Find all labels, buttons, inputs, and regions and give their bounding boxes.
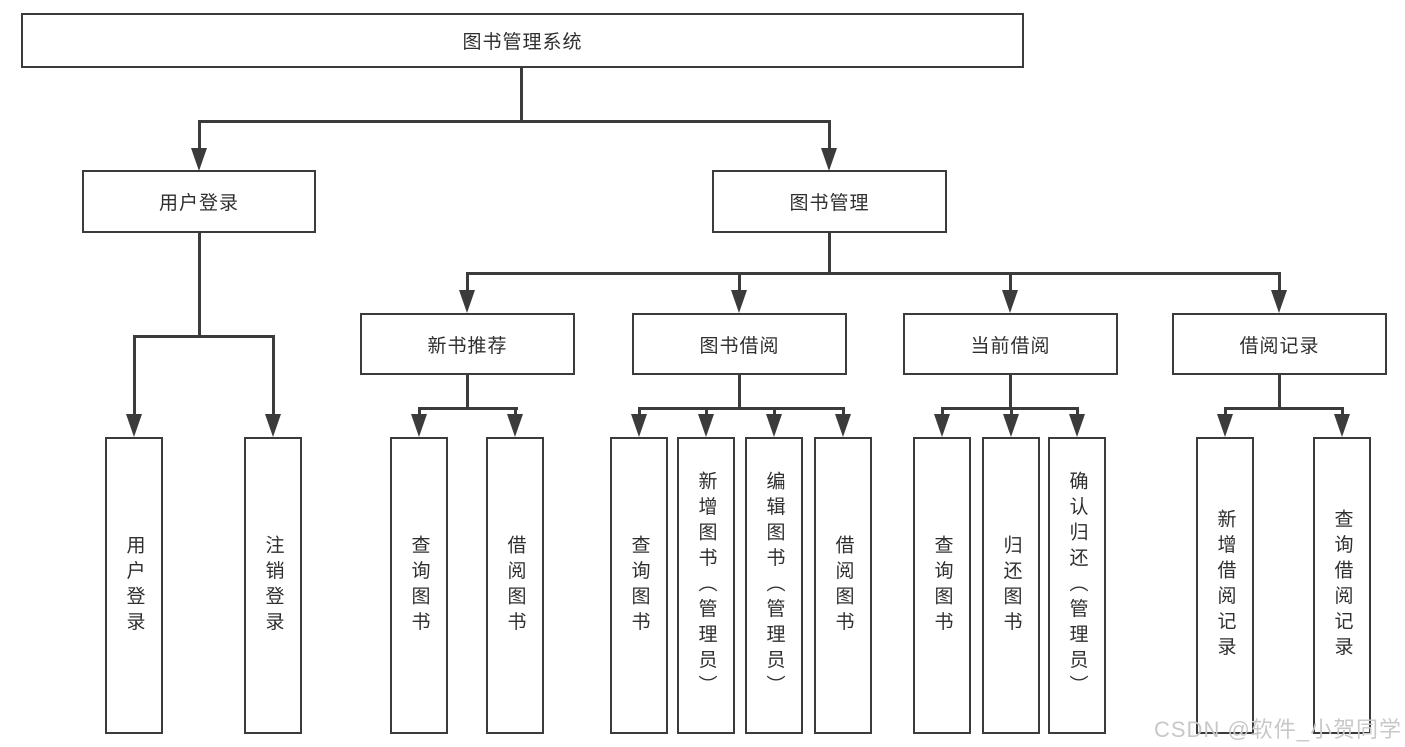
arrow-to-leaf-add-record <box>1217 414 1233 437</box>
arrow-to-leaf-edit-book <box>766 414 782 437</box>
edge-borrow-records-hbar <box>1224 407 1344 410</box>
leaf-borrow-book-2: 借阅图书 <box>814 437 872 734</box>
edge-current-borrow-stem <box>1009 375 1012 407</box>
leaf-query-borrow-record: 查询借阅记录 <box>1313 437 1371 734</box>
csdn-watermark: CSDN @软件_小贺同学 <box>1154 717 1403 742</box>
arrow-to-borrow-records <box>1271 290 1287 313</box>
edge-to-leaf-query-book-2 <box>638 407 641 415</box>
arrow-to-current-borrow <box>1002 290 1018 313</box>
node-borrow-records: 借阅记录 <box>1172 313 1387 375</box>
arrow-to-new-book-recommend <box>459 290 475 313</box>
edge-book-borrow-stem <box>738 375 741 407</box>
arrow-to-leaf-return-book <box>1003 414 1019 437</box>
arrow-to-book-management <box>821 148 837 171</box>
edge-to-leaf-query-record <box>1341 407 1344 415</box>
node-library-system: 图书管理系统 <box>21 13 1024 68</box>
edge-borrow-records-stem <box>1278 375 1281 407</box>
edge-book-management-hbar <box>466 272 1281 275</box>
arrow-to-leaf-confirm-return <box>1069 414 1085 437</box>
edge-new-book-recommend-hbar <box>418 407 518 410</box>
edge-to-borrow-records <box>1278 272 1281 291</box>
edge-to-leaf-return-book <box>1010 407 1013 415</box>
edge-book-management-stem <box>828 233 831 272</box>
arrow-to-leaf-logout <box>265 414 281 437</box>
leaf-query-book-1: 查询图书 <box>390 437 448 734</box>
leaf-edit-book-admin: 编辑图书（管理员） <box>745 437 803 734</box>
edge-to-leaf-user-login <box>133 335 136 416</box>
node-book-management: 图书管理 <box>712 170 947 233</box>
edge-to-leaf-logout <box>272 335 275 416</box>
leaf-query-book-3: 查询图书 <box>913 437 971 734</box>
leaf-query-book-2: 查询图书 <box>610 437 668 734</box>
arrow-to-leaf-query-book-2 <box>631 414 647 437</box>
leaf-logout: 注销登录 <box>244 437 302 734</box>
edge-root-stem <box>520 68 523 120</box>
edge-to-leaf-borrow-book-2 <box>842 407 845 415</box>
arrow-to-leaf-query-book-1 <box>411 414 427 437</box>
leaf-add-borrow-record: 新增借阅记录 <box>1196 437 1254 734</box>
edge-to-book-borrow <box>738 272 741 291</box>
edge-book-borrow-hbar <box>638 407 845 410</box>
leaf-borrow-book-1: 借阅图书 <box>486 437 544 734</box>
arrow-to-leaf-query-record <box>1334 414 1350 437</box>
node-current-borrow: 当前借阅 <box>903 313 1118 375</box>
node-user-login: 用户登录 <box>82 170 316 233</box>
edge-to-leaf-borrow-book-1 <box>514 407 517 415</box>
edge-to-leaf-edit-book <box>773 407 776 415</box>
edge-user-login-stem <box>198 233 201 335</box>
node-new-book-recommend: 新书推荐 <box>360 313 575 375</box>
arrow-to-leaf-query-book-3 <box>934 414 950 437</box>
edge-to-leaf-query-book-3 <box>941 407 944 415</box>
edge-to-user-login <box>198 120 201 148</box>
edge-to-leaf-query-book-1 <box>418 407 421 415</box>
arrow-to-leaf-add-book <box>698 414 714 437</box>
edge-to-current-borrow <box>1009 272 1012 291</box>
arrow-to-leaf-borrow-book-1 <box>507 414 523 437</box>
edge-to-leaf-add-record <box>1224 407 1227 415</box>
edge-to-new-book-recommend <box>466 272 469 291</box>
edge-root-hbar <box>198 120 831 123</box>
node-book-borrow: 图书借阅 <box>632 313 847 375</box>
arrow-to-user-login <box>191 148 207 171</box>
edge-to-leaf-confirm-return <box>1076 407 1079 415</box>
edge-to-leaf-add-book <box>705 407 708 415</box>
edge-new-book-recommend-stem <box>466 375 469 407</box>
arrow-to-book-borrow <box>731 290 747 313</box>
leaf-user-login: 用户登录 <box>105 437 163 734</box>
arrow-to-leaf-user-login <box>126 414 142 437</box>
edge-user-login-hbar <box>133 335 275 338</box>
edge-to-book-management <box>828 120 831 148</box>
leaf-add-book-admin: 新增图书（管理员） <box>677 437 735 734</box>
leaf-confirm-return-admin: 确认归还（管理员） <box>1048 437 1106 734</box>
arrow-to-leaf-borrow-book-2 <box>835 414 851 437</box>
leaf-return-book: 归还图书 <box>982 437 1040 734</box>
